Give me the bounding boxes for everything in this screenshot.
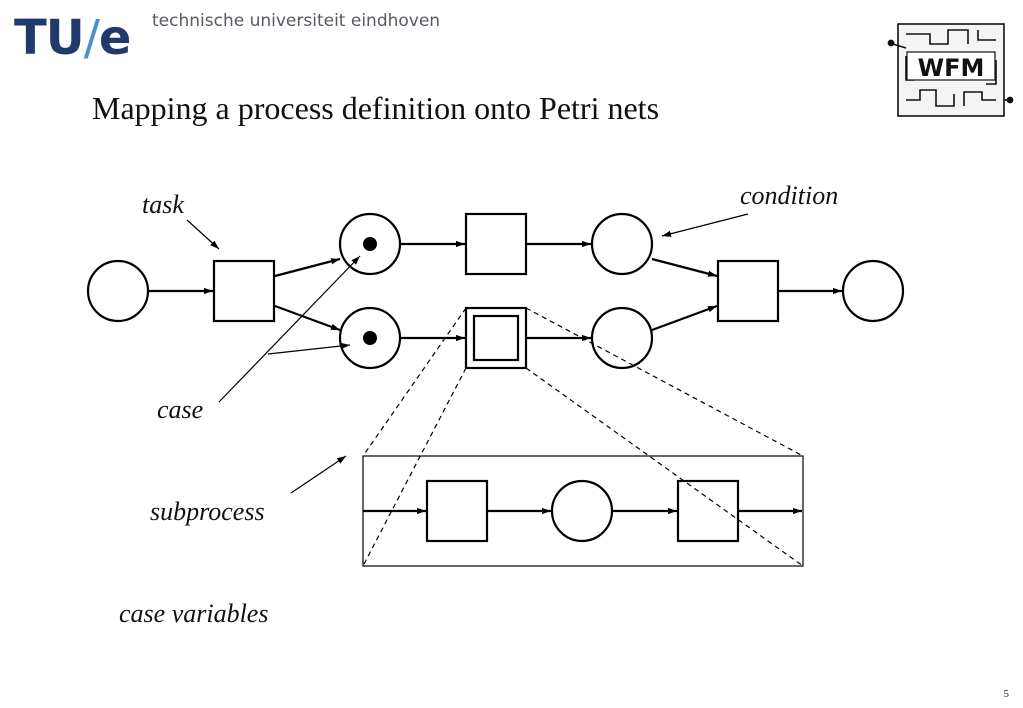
condition-pointer — [661, 213, 749, 237]
label-case: case — [157, 395, 203, 424]
place-upper-2 — [590, 212, 654, 276]
subprocess-place — [550, 479, 614, 543]
subprocess-transition-1 — [425, 479, 489, 543]
slide-title: Mapping a process definition onto Petri … — [92, 90, 660, 126]
subprocess-box — [362, 455, 804, 567]
token-lower — [363, 331, 377, 345]
tue-logo: TU/e — [14, 10, 132, 66]
case-pointer-lower — [267, 342, 351, 355]
logo-tu: TU — [14, 10, 85, 66]
arc — [651, 257, 718, 278]
subprocess-inner-box — [472, 314, 520, 362]
token-upper — [363, 237, 377, 251]
place-lower-2 — [590, 306, 654, 370]
place-start — [86, 259, 150, 323]
zoom-line — [525, 307, 804, 457]
transition-upper — [464, 212, 528, 276]
task-pointer — [186, 219, 220, 250]
logo-e: e — [98, 10, 132, 66]
transition-join — [716, 259, 780, 323]
university-name: technische universiteit eindhoven — [152, 11, 441, 31]
zoom-line — [362, 367, 467, 567]
zoom-line — [362, 307, 467, 457]
arc — [274, 257, 341, 278]
logo-slash: / — [83, 10, 100, 66]
wfm-logo-text: WFM — [918, 54, 985, 82]
wfm-logo: WFM — [887, 23, 1014, 117]
page-number: 5 — [1003, 688, 1010, 700]
arc — [651, 304, 718, 332]
transition-split — [212, 259, 276, 323]
label-subprocess: subprocess — [150, 497, 265, 526]
label-task: task — [142, 190, 184, 219]
zoom-line — [525, 367, 804, 567]
arc — [274, 304, 341, 332]
label-case-variables: case variables — [119, 599, 268, 628]
subprocess-transition-2 — [676, 479, 740, 543]
label-condition: condition — [740, 181, 838, 210]
place-end — [841, 259, 905, 323]
case-pointer-upper — [218, 255, 361, 403]
subprocess-pointer — [290, 455, 347, 494]
